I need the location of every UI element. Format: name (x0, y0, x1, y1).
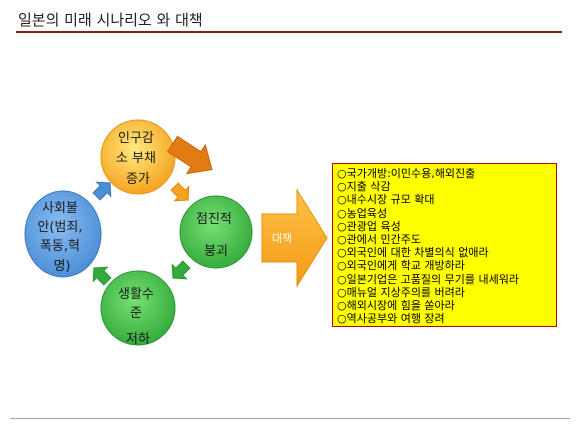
measure-item: ○역사공부와 여행 장려 (337, 312, 445, 326)
measure-item: ○농업육성 (337, 206, 388, 220)
cycle-text-line: 사회불 (42, 201, 78, 216)
page-title: 일본의 미래 시나리오 와 대책 (18, 11, 203, 29)
cycle-arrow-right-to-bottom-icon (171, 260, 191, 280)
cycle-text-left: 사회불 안(범죄, 폭동,혁 명) (37, 201, 86, 274)
cycle-circle-left (24, 190, 102, 278)
cycle-text-line: 점진적 (196, 212, 232, 227)
cycle-arrow-top-to-right-icon (170, 182, 190, 202)
cycle-text-line: 생활수 (118, 287, 154, 302)
cycle-text-line: 소 부채 (116, 151, 156, 166)
cycle-arrow-left-to-top-icon (92, 181, 112, 201)
measure-item: ○내수시장 규모 확대 (337, 193, 435, 207)
measure-item: ○외국인에 대한 차별의식 없애라 (337, 246, 489, 260)
cycle-circle-bottom (100, 270, 176, 346)
measure-item: ○일본기업은 고품질의 무기를 내세워라 (337, 272, 520, 286)
measure-item: ○관광업 육성 (337, 219, 401, 233)
measures-arrow-label: 대책 (272, 232, 292, 245)
measure-item: ○해외시장에 힘을 쏟아라 (337, 299, 455, 313)
cycle-text-right: 점진적 붕괴 (196, 212, 236, 259)
cycle-text-top: 인구감 소 부채 증가 (116, 131, 160, 187)
emphasis-arrow-icon (166, 135, 213, 175)
bottom-rule (10, 418, 570, 419)
cycle-text-line: 폭동,혁 (40, 239, 80, 254)
measure-item: ○매뉴얼 지상주의를 버려라 (337, 285, 465, 299)
cycle-text-line: 저하 (126, 332, 150, 347)
cycle-text-line: 붕괴 (204, 244, 228, 259)
measures-box: ○국가개방:이민수용,해외진출 ○지출 삭감 ○내수시장 규모 확대 ○농업육성… (332, 163, 557, 327)
cycle-text-line: 준 (130, 306, 142, 321)
title-rule (16, 31, 562, 33)
cycle-circle-right (179, 195, 253, 269)
cycle-text-line: 명) (53, 259, 70, 274)
measure-item: ○관에서 민간주도 (337, 233, 421, 247)
measure-item: ○외국인에게 학교 개방하라 (337, 259, 465, 273)
cycle-circle-top (100, 119, 176, 195)
cycle-text-line: 인구감 (118, 131, 154, 146)
measure-item: ○지출 삭감 (337, 180, 391, 194)
measure-item: ○국가개방:이민수용,해외진출 (337, 167, 476, 180)
cycle-text-line: 안(범죄, (37, 220, 82, 235)
measures-arrow-icon (261, 188, 328, 288)
cycle-text-line: 증가 (126, 172, 150, 187)
cycle-text-bottom: 생활수 준 저하 (118, 287, 158, 347)
cycle-arrow-bottom-to-left-icon (92, 266, 112, 286)
